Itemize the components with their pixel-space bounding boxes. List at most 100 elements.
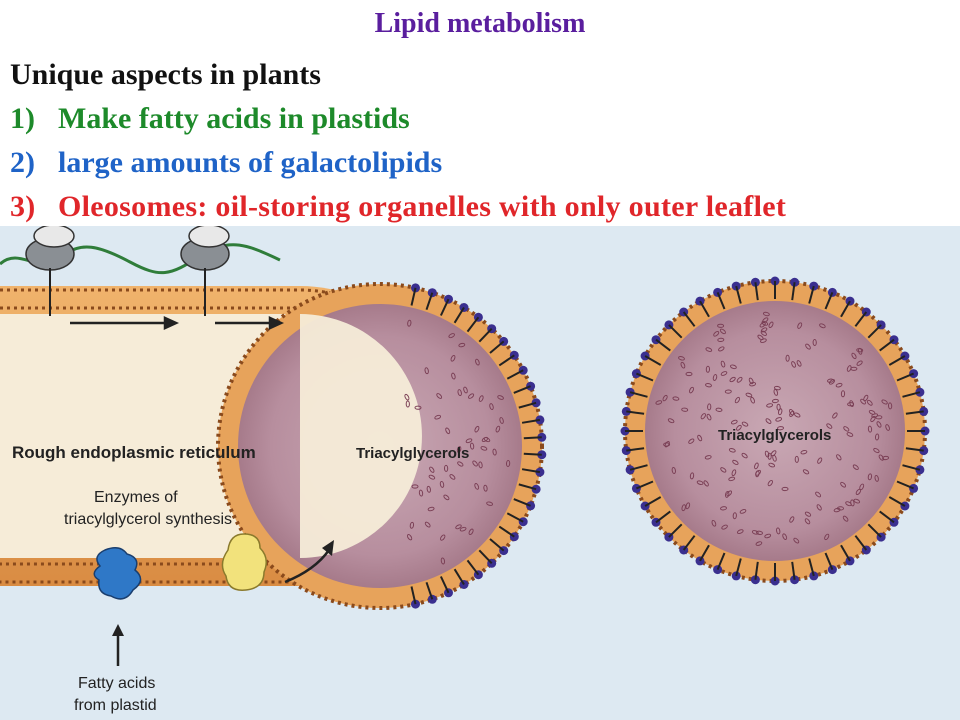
tag-glyph	[678, 356, 685, 361]
tag-glyph	[406, 534, 413, 541]
tag-glyph	[443, 494, 450, 501]
tag-glyph	[434, 414, 442, 420]
oleosin-anchor	[425, 581, 434, 600]
oleosin-anchor	[489, 340, 505, 354]
tag-glyph	[794, 455, 799, 463]
tag-glyph	[793, 412, 801, 418]
oleosin	[790, 277, 800, 287]
oleosin	[531, 398, 541, 408]
budding-tag-glyphs	[404, 319, 511, 565]
oleosin	[731, 571, 741, 581]
tag-glyph	[785, 354, 790, 362]
tag-glyph	[697, 434, 703, 442]
tag-glyph	[876, 421, 882, 428]
tag-glyph	[720, 360, 726, 368]
list-item: 2)large amounts of galactolipids	[10, 146, 442, 180]
tag-glyph	[791, 361, 797, 368]
tag-glyph	[497, 395, 504, 400]
tag-glyph	[705, 347, 713, 352]
tag-glyph	[478, 461, 483, 469]
oleosin-anchor	[905, 447, 924, 452]
oleosin-anchor	[498, 525, 515, 538]
tag-glyph	[672, 396, 680, 401]
tag-glyph	[463, 386, 468, 394]
label-enzymes-line-1: Enzymes of	[94, 489, 178, 506]
tag-glyph	[832, 412, 838, 419]
oleosin	[695, 556, 705, 566]
tag-glyph	[837, 506, 844, 511]
oleosin-anchor	[644, 355, 662, 366]
oleosin-anchor	[824, 292, 834, 310]
tag-glyph	[456, 446, 462, 453]
oleosin	[411, 283, 420, 293]
tag-glyph	[721, 524, 728, 530]
tag-glyph	[724, 389, 732, 394]
tag-glyph	[725, 490, 730, 498]
tag-glyph	[715, 407, 723, 412]
tag-glyph	[499, 417, 504, 424]
tag-glyph	[802, 469, 810, 475]
tag-glyph	[474, 425, 480, 433]
tag-glyph	[817, 457, 823, 464]
tag-glyph	[428, 474, 436, 480]
oleosin-anchor	[466, 559, 480, 576]
tag-glyph	[885, 424, 890, 431]
list-item-number: 2)	[10, 146, 35, 179]
tag-glyph	[717, 323, 725, 328]
flow-arrow	[70, 316, 285, 330]
oleosin	[827, 287, 837, 297]
tag-glyph	[764, 533, 772, 539]
oleosin	[809, 571, 819, 581]
tag-glyph	[480, 446, 488, 451]
tag-glyph	[736, 424, 742, 431]
oleosin-anchor	[453, 568, 465, 586]
oleosin-anchor	[513, 385, 531, 394]
oleosin-anchor	[655, 510, 671, 524]
tag-glyph	[705, 383, 712, 388]
tag-glyph	[495, 425, 501, 433]
tag-glyph	[405, 400, 410, 408]
oleosome-oleosins	[620, 276, 930, 586]
tag-glyph	[816, 504, 822, 511]
tag-glyph	[762, 311, 770, 317]
tag-glyph	[840, 481, 847, 488]
oleosome-formation-diagram: Rough endoplasmic reticulum Triacylglyce…	[0, 226, 960, 720]
oleosin-anchor	[902, 391, 921, 398]
tag-glyph	[472, 460, 478, 467]
tag-glyph	[720, 467, 727, 473]
tag-glyph	[705, 365, 711, 373]
tag-glyph	[457, 461, 464, 467]
tag-glyph	[688, 438, 695, 444]
oleosin-anchor	[629, 464, 648, 471]
tag-glyph	[681, 504, 686, 512]
tag-glyph	[750, 396, 755, 404]
oleosin-anchor	[521, 468, 541, 474]
enzyme-yellow	[221, 533, 267, 591]
oleosin-anchor	[518, 401, 537, 409]
oleosin	[537, 450, 547, 460]
tag-glyph	[852, 464, 859, 470]
tag-glyph	[662, 394, 668, 402]
tag-glyph	[778, 408, 783, 416]
tag-glyph	[856, 360, 863, 366]
tag-glyph	[759, 322, 766, 328]
tag-glyph	[426, 485, 431, 493]
ribosome	[180, 226, 230, 316]
tag-glyph	[667, 418, 675, 424]
oleosin-anchor	[518, 483, 537, 491]
tag-glyph	[800, 449, 808, 455]
tag-glyph	[815, 491, 822, 498]
tag-glyph	[827, 378, 834, 383]
tag-glyph	[851, 352, 857, 360]
list-item-number: 3)	[10, 190, 36, 223]
oleosin-anchor	[879, 510, 895, 524]
label-fatty-acids-line-1: Fatty acids	[78, 675, 155, 692]
tag-glyph	[776, 527, 781, 535]
tag-glyph	[478, 395, 484, 402]
tag-glyph	[824, 533, 830, 541]
tag-glyph	[819, 323, 826, 329]
list-item-text: Make fatty acids in plastids	[58, 102, 410, 135]
tag-glyph	[685, 502, 691, 510]
oleosin-anchor	[636, 372, 654, 382]
oleosin-anchor	[668, 324, 683, 339]
